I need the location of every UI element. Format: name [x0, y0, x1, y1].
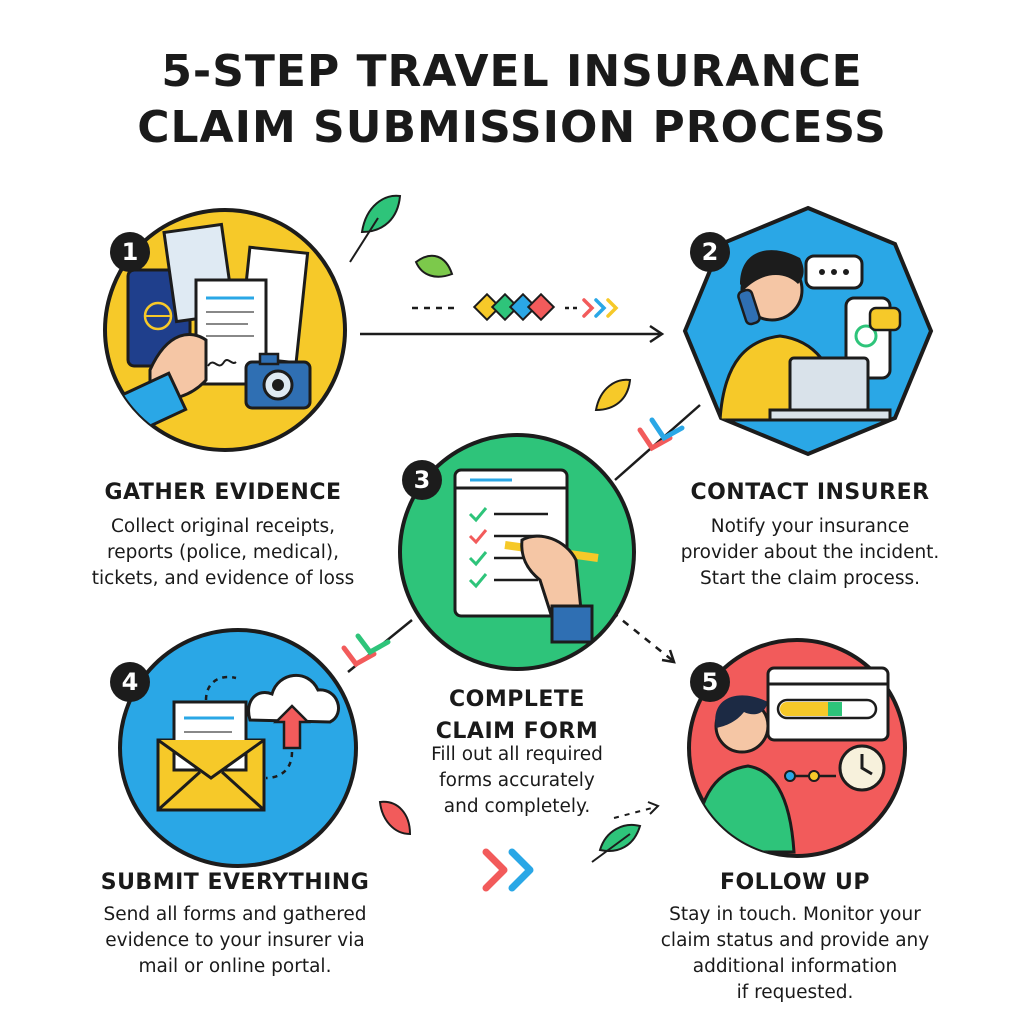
step-4-line-3: mail or online portal.: [138, 956, 332, 977]
title-line-1: 5-STEP TRAVEL INSURANCE: [161, 46, 863, 97]
chevrons-top: [582, 298, 619, 318]
step-1-line-1: Collect original receipts,: [110, 516, 336, 537]
step-2-heading: CONTACT INSURER: [690, 480, 930, 505]
step-3-line-2: forms accurately: [439, 770, 595, 791]
arrow-feathers-3-4: [341, 633, 391, 668]
step-4-description: Send all forms and gathered evidence to …: [60, 902, 410, 980]
leaf-decoration: [349, 194, 642, 863]
step-5-line-1: Stay in touch. Monitor your: [669, 904, 921, 925]
step-2-line-1: Notify your insurance: [710, 516, 910, 537]
step-3-line-1: Fill out all required: [431, 744, 603, 765]
connector-1-2: [360, 306, 665, 344]
step-2-badge: 2: [690, 232, 730, 272]
arrow-feathers-2-3: [637, 417, 685, 452]
step-3-heading-line-2: CLAIM FORM: [435, 719, 599, 744]
chevrons-bottom: [482, 848, 534, 892]
connector-3-5: [611, 611, 676, 664]
step-1-line-3: tickets, and evidence of loss: [91, 568, 355, 589]
step-4-line-2: evidence to your insurer via: [105, 930, 365, 951]
step-3-badge: 3: [402, 460, 442, 500]
step-5-line-3: additional information: [692, 956, 898, 977]
step-4-badge: 4: [110, 662, 150, 702]
step-5-illustration: [687, 638, 907, 858]
step-2-line-3: Start the claim process.: [700, 568, 920, 589]
step-3-line-3: and completely.: [443, 796, 591, 817]
step-2-line-2: provider about the incident.: [680, 542, 940, 563]
step-4-illustration: [118, 628, 358, 868]
step-5-line-2: claim status and provide any: [660, 930, 930, 951]
step-1-heading: GATHER EVIDENCE: [104, 480, 342, 505]
step-5-badge: 5: [690, 662, 730, 702]
step-1-line-2: reports (police, medical),: [107, 542, 339, 563]
step-3-description: Fill out all required forms accurately a…: [397, 742, 637, 820]
connector-4-5: [613, 801, 660, 819]
step-5-description: Stay in touch. Monitor your claim status…: [635, 902, 955, 1006]
step-1-description: Collect original receipts, reports (poli…: [58, 514, 388, 592]
step-2-illustration: [682, 205, 934, 457]
step-3-illustration: [398, 433, 636, 671]
step-5-heading: FOLLOW UP: [719, 870, 871, 895]
step-4-heading: SUBMIT EVERYTHING: [100, 870, 370, 895]
page-title: 5-STEP TRAVEL INSURANCE CLAIM SUBMISSION…: [0, 44, 1024, 156]
step-1-badge: 1: [110, 232, 150, 272]
title-line-2: CLAIM SUBMISSION PROCESS: [137, 102, 887, 153]
step-3-heading: COMPLETE CLAIM FORM: [397, 684, 637, 748]
step-2-description: Notify your insurance provider about the…: [645, 514, 975, 592]
step-5-line-4: if requested.: [736, 982, 854, 1003]
step-4-line-1: Send all forms and gathered: [103, 904, 367, 925]
diamond-decoration: [472, 292, 556, 322]
step-3-heading-line-1: COMPLETE: [449, 687, 585, 712]
